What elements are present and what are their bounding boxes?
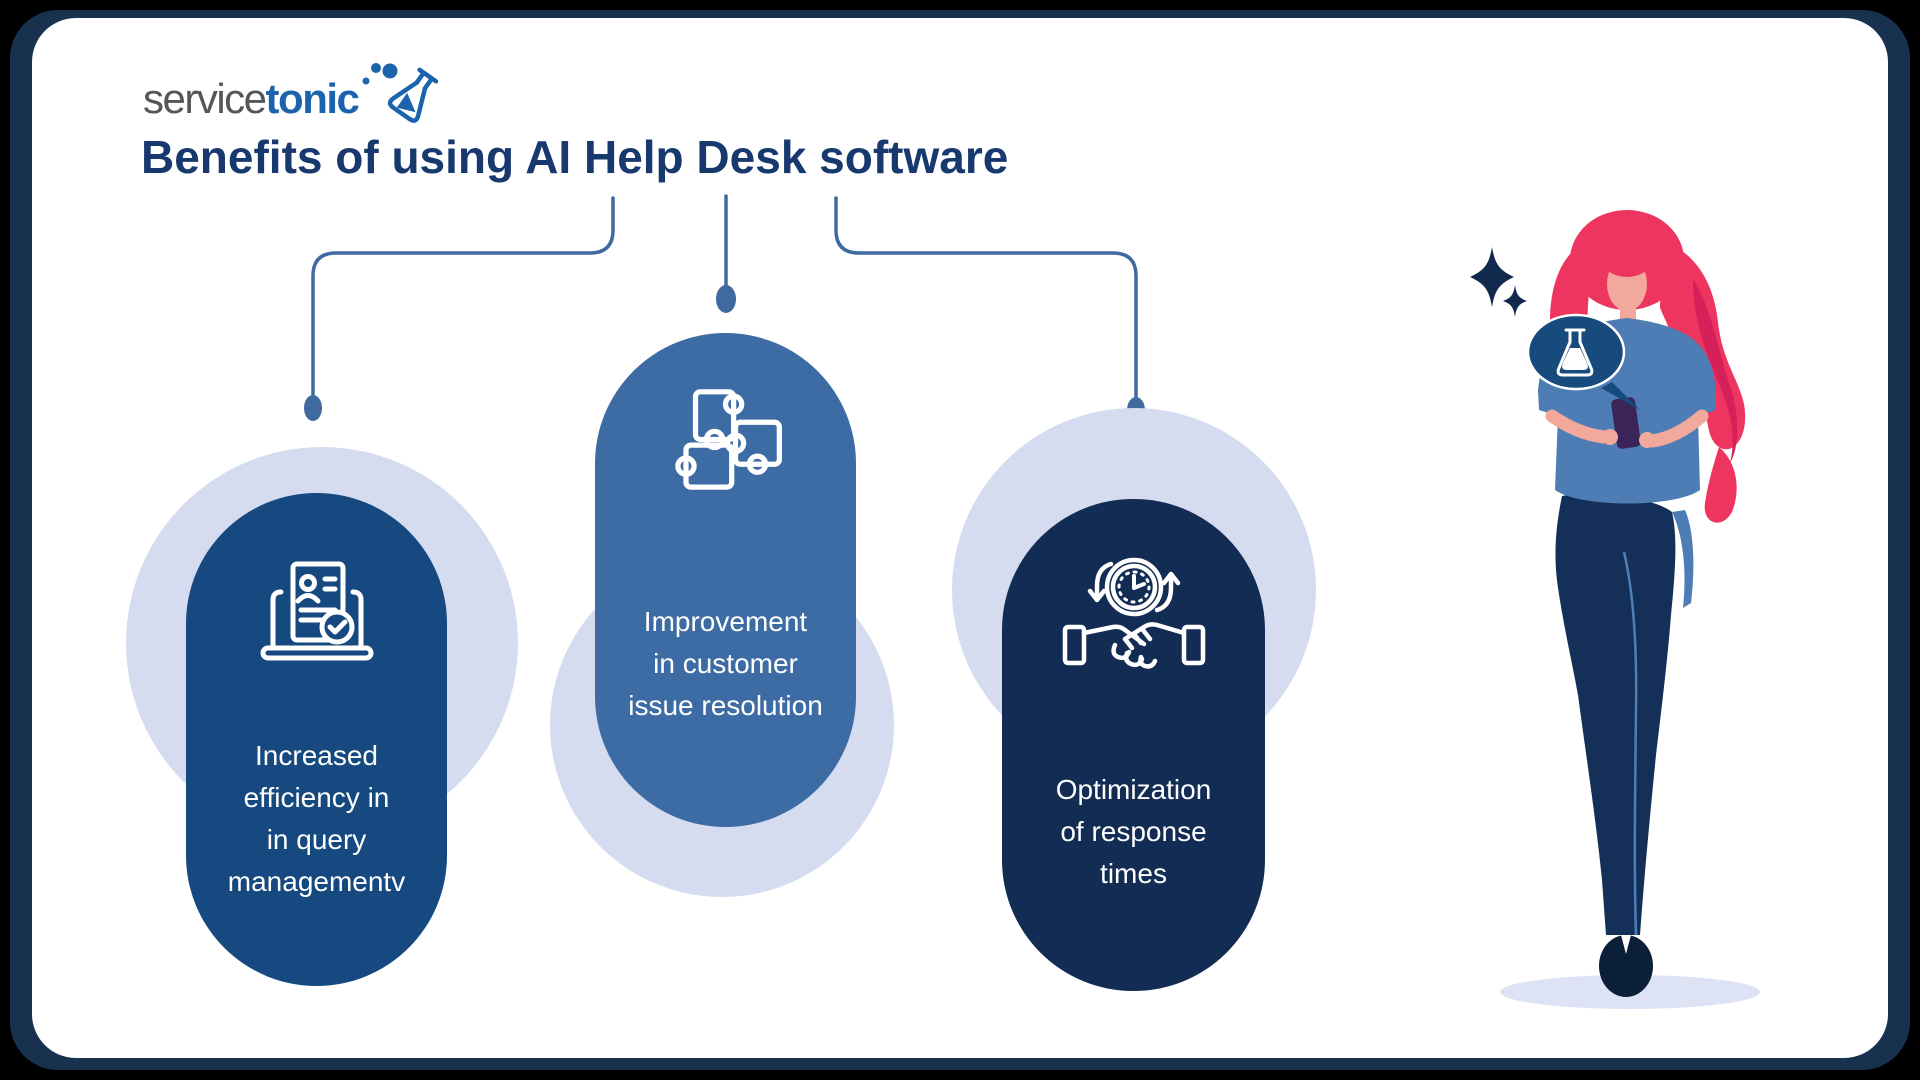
benefit-label: Increased efficiency in in query managem… (227, 740, 406, 897)
bubble-flask-icon (1556, 328, 1594, 377)
benefit-card-query-management: Increased efficiency in in query managem… (186, 493, 447, 986)
connector-dot-left (304, 395, 322, 421)
speech-bubble (1526, 313, 1640, 410)
logo-word-tonic: tonic (265, 75, 360, 122)
infographic-card: servicetonic Benefits of using AI Help D… (32, 18, 1888, 1058)
connector-dot-middle (716, 285, 736, 313)
page-title: Benefits of using AI Help Desk software (141, 131, 1009, 183)
benefit-card-issue-resolution: Improvement in customer issue resolution (595, 333, 856, 827)
logo-wordmark: servicetonic (143, 75, 360, 132)
servicetonic-logo: servicetonic (143, 48, 450, 132)
left-forearm (1545, 409, 1611, 444)
handshake-clock-icon (1062, 557, 1205, 669)
phone (1611, 397, 1641, 449)
hair-fringe (1600, 235, 1654, 277)
right-forearm (1645, 409, 1709, 448)
right-hand (1639, 432, 1655, 448)
legs (1555, 493, 1676, 936)
benefit-label: Optimization of response times (1055, 774, 1212, 889)
left-hand (1602, 429, 1618, 445)
woman-with-phone-illustration (1470, 210, 1760, 1009)
shoe-notch (1621, 935, 1631, 954)
connector-right (834, 196, 1138, 399)
document-profile-laptop-icon (260, 561, 373, 661)
flask-icon (362, 63, 439, 123)
sparkle-icon (1503, 285, 1527, 317)
puzzle-pieces-icon (674, 389, 782, 490)
benefit-label: Improvement in customer issue resolution (628, 606, 823, 721)
connector-left (311, 196, 615, 397)
shoe (1599, 935, 1653, 997)
logo-word-service: service (143, 75, 267, 122)
benefit-card-response-times: Optimization of response times (1002, 499, 1265, 991)
sparkle-icon (1470, 247, 1514, 307)
